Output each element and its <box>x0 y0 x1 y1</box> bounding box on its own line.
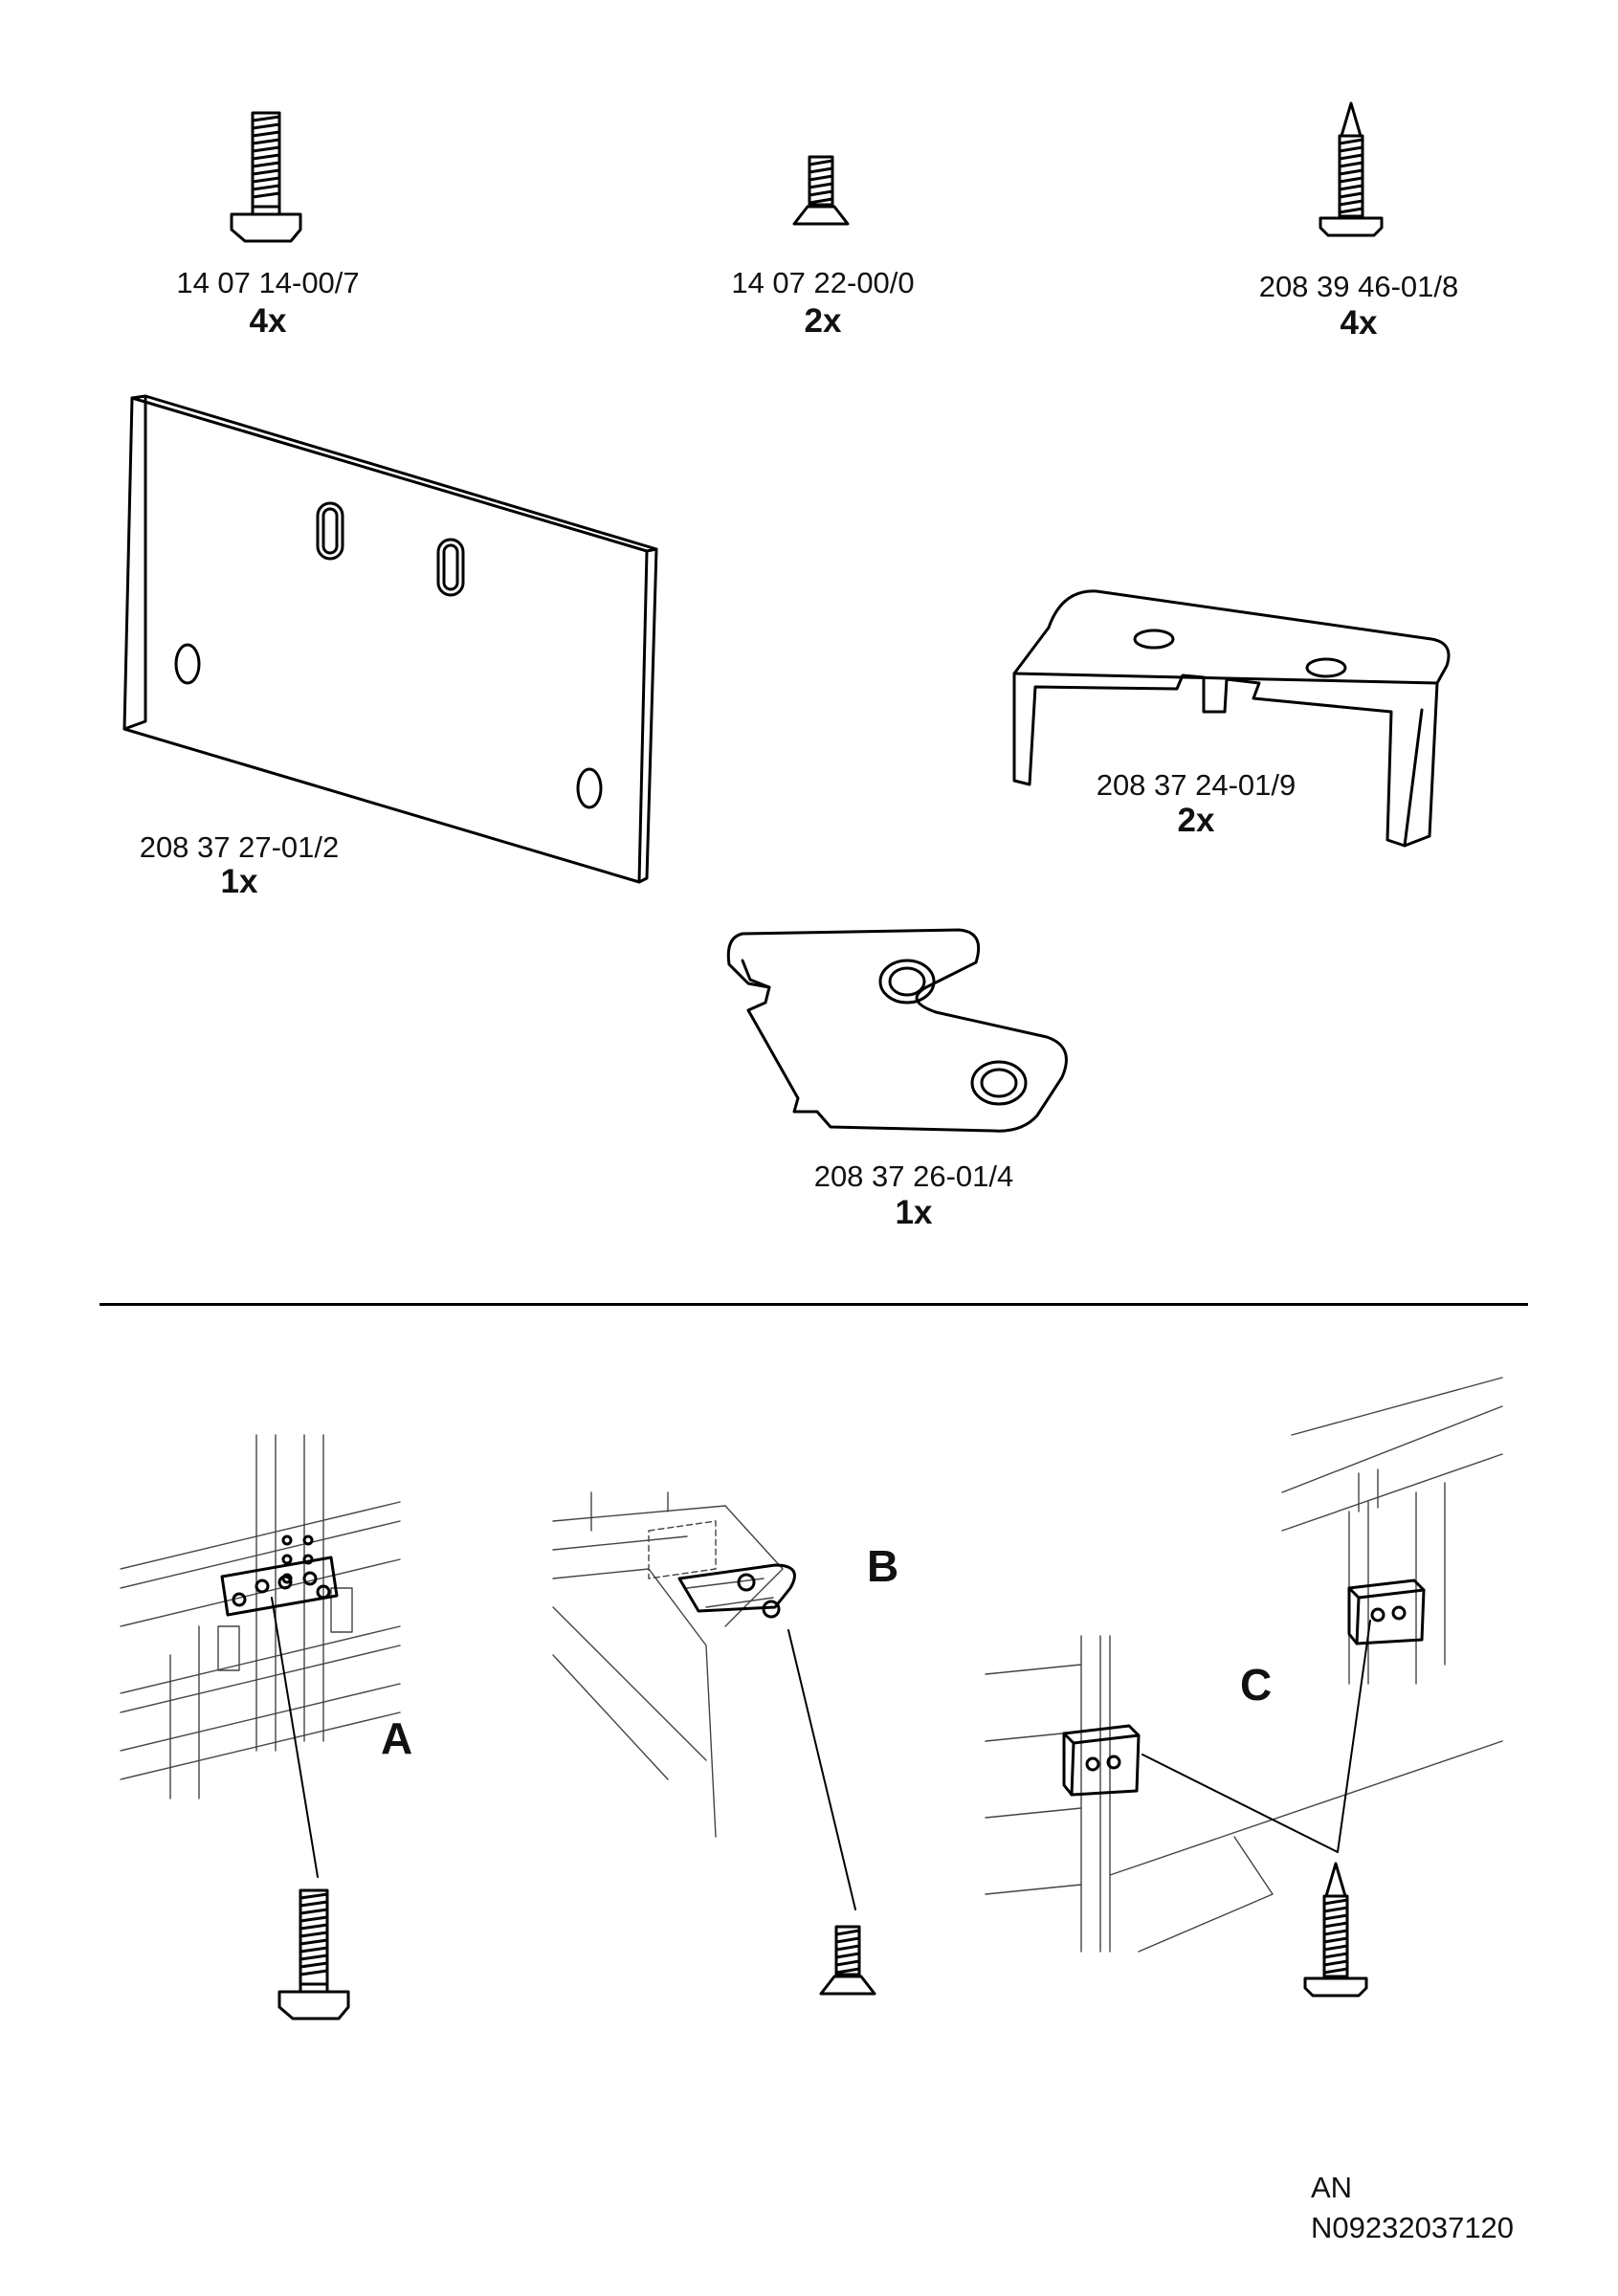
hinge-detail-icon <box>677 1563 796 1619</box>
part-number: 208 37 27-01/2 <box>139 830 340 864</box>
part-quantity: 1x <box>895 1194 933 1231</box>
part-quantity: 4x <box>249 302 287 340</box>
leader-line-a <box>271 1597 319 1878</box>
bracket-detail-icon <box>1062 1724 1141 1797</box>
leader-line-b <box>787 1629 856 1910</box>
section-divider <box>100 1303 1528 1306</box>
bracket-detail-icon <box>1347 1578 1426 1645</box>
countersunk-screw-icon <box>819 1925 876 1996</box>
part-number: 208 39 46-01/8 <box>1258 270 1459 303</box>
step-label-c: C <box>1240 1660 1273 1710</box>
part-number: 208 37 26-01/4 <box>813 1159 1014 1193</box>
part-quantity: 1x <box>220 863 258 900</box>
step-a-illustration <box>120 1434 401 1799</box>
u-bracket-icon <box>1012 589 1451 848</box>
mounting-plate-icon <box>122 394 658 884</box>
footer-code: AN N09232037120 <box>1311 2168 1514 2248</box>
bolt-tee-icon <box>230 111 302 243</box>
step-label-b: B <box>867 1541 899 1591</box>
leader-line-c <box>1141 1620 1371 1853</box>
footer-line-2: N09232037120 <box>1311 2211 1515 2244</box>
part-number: 208 37 24-01/9 <box>1096 768 1297 802</box>
countersunk-screw-icon <box>792 155 850 226</box>
part-quantity: 2x <box>804 302 842 340</box>
self-tapping-screw-icon <box>1319 101 1384 237</box>
part-number: 14 07 14-00/7 <box>176 266 360 299</box>
step-label-a: A <box>381 1713 413 1763</box>
footer-line-1: AN <box>1311 2171 1353 2204</box>
part-quantity: 2x <box>1177 802 1215 839</box>
plate-detail-icon <box>220 1556 339 1617</box>
part-quantity: 4x <box>1340 304 1378 342</box>
step-b-illustration <box>552 1491 784 1838</box>
bolt-tee-icon <box>277 1888 350 2020</box>
self-tapping-screw-icon <box>1303 1862 1368 1998</box>
hinge-plate-icon <box>726 928 1068 1133</box>
part-number: 14 07 22-00/0 <box>731 266 915 299</box>
